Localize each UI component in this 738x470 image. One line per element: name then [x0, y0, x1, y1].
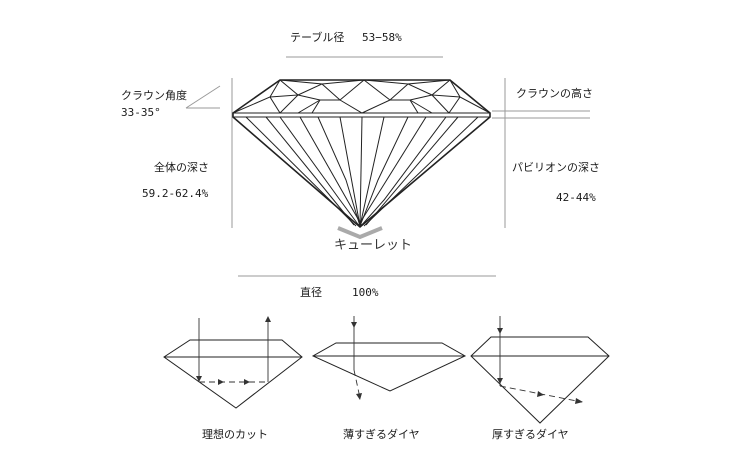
ideal-cut-diagram: [163, 316, 303, 409]
diameter-label: 直径: [300, 285, 322, 299]
culet-chevron-icon: [337, 226, 383, 240]
crown-angle-value: 33-35°: [121, 106, 161, 119]
pavilion-facets: [245, 116, 479, 228]
total-depth-label: 全体の深さ: [154, 160, 209, 174]
ideal-cut-outline: [163, 339, 303, 409]
deep-cut-outline: [470, 336, 610, 424]
crown-height-label: クラウンの高さ: [516, 86, 593, 100]
ideal-cut-label: 理想のカット: [202, 427, 268, 441]
deep-cut-label: 厚すぎるダイヤ: [492, 427, 569, 441]
diameter-value: 100%: [352, 286, 379, 299]
crown-facets: [232, 79, 491, 114]
culet-label: キューレット: [334, 238, 412, 253]
shallow-cut-label: 薄すぎるダイヤ: [343, 427, 420, 441]
pavilion-depth-value: 42-44%: [556, 191, 596, 204]
deep-cut-diagram: [470, 316, 610, 424]
diamond-outline: [232, 79, 491, 229]
table-value: 53−58%: [362, 31, 402, 44]
main-diamond: [232, 79, 491, 240]
shallow-cut-outline: [311, 342, 467, 392]
crown-angle-slope-line: [185, 85, 221, 109]
crown-angle-label: クラウン角度: [121, 88, 187, 102]
shallow-cut-diagram: [311, 316, 467, 400]
table-label: テーブル径: [290, 30, 344, 44]
pavilion-depth-label: パビリオンの深さ: [512, 161, 600, 174]
total-depth-value: 59.2-62.4%: [142, 187, 209, 200]
